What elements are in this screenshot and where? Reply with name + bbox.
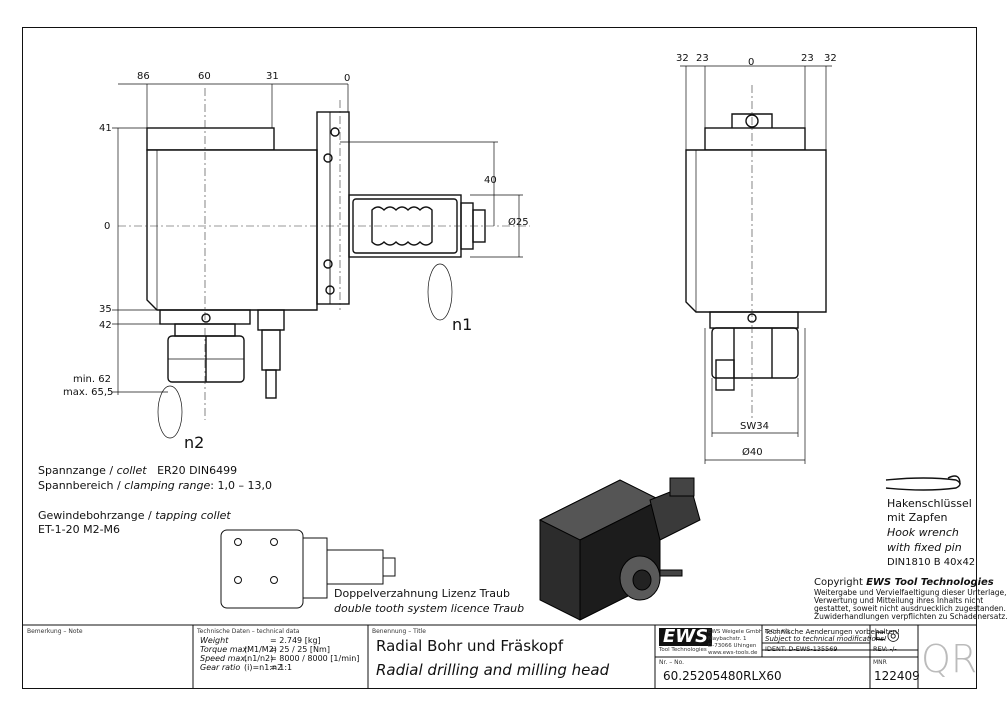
dim-sw34: SW34 <box>740 421 769 432</box>
ident: IDENT: D-EWS-135569 <box>765 645 838 653</box>
mnr-number: 122409 <box>874 669 920 683</box>
title-de: Radial Bohr und Fräskopf <box>376 637 564 655</box>
rev: REV: -/- <box>873 645 897 653</box>
wrench-l3: Hook wrench <box>887 526 959 539</box>
nr-header: Nr. – No. <box>659 659 685 666</box>
tech-header: Technische Daten – technical data <box>197 628 300 635</box>
dim-r32b: 32 <box>824 53 837 64</box>
dim-0-top: 0 <box>344 73 351 84</box>
drawing-frame <box>22 27 977 689</box>
title-en: Radial drilling and milling head <box>376 661 610 679</box>
dim-max: max. 65,5 <box>63 387 114 398</box>
dim-40: 40 <box>484 175 497 186</box>
qr-placeholder: QR <box>921 637 978 681</box>
tap-housing <box>220 529 304 609</box>
dim-r23a: 23 <box>696 53 709 64</box>
ews-logo: EWS <box>659 628 713 646</box>
tapping-line2: ET-1-20 M2-M6 <box>38 523 121 536</box>
tapping-line1: Gewindebohrzange / tapping collet <box>38 509 231 522</box>
company-3: D-73066 Uhingen <box>708 643 757 649</box>
collet-line1: Spannzange / collet ER20 DIN6499 <box>38 464 238 477</box>
ews-logo-sub: Tool Technologies <box>659 647 707 653</box>
dim-31: 31 <box>266 71 279 82</box>
licence-de: Doppelverzahnung Lizenz Traub <box>334 587 510 600</box>
weight-label: Weight <box>200 636 229 645</box>
torque-label: Torque max. <box>200 645 250 654</box>
speed-label: Speed max. <box>200 654 248 663</box>
dim-86: 86 <box>137 71 150 82</box>
label-n2: n2 <box>184 433 205 452</box>
note-header: Bemerkung – Note <box>27 628 83 635</box>
dim-r0: 0 <box>748 57 755 68</box>
dim-35: 35 <box>99 304 112 315</box>
wrench-l1: Hakenschlüssel <box>887 497 972 510</box>
company-4: www.ews-tools.de <box>708 650 758 656</box>
name-header: Benennung – Title <box>372 628 426 635</box>
hook-wrench-icon <box>885 477 961 491</box>
ratio-label: Gear ratio <box>200 663 241 672</box>
copyright-l2: Verwertung und Mitteilung ihres Inhalts … <box>814 596 984 605</box>
label-n1: n1 <box>452 315 473 334</box>
wrench-l5: DIN1810 B 40x42 <box>887 557 976 568</box>
wrench-l2: mit Zapfen <box>887 511 948 524</box>
speed-model: (n1/n2) <box>244 654 274 663</box>
copyright-l3: gestattet, soweit nicht ausdruecklich zu… <box>814 604 1006 613</box>
dim-d25: Ø25 <box>508 217 529 228</box>
dim-r32a: 32 <box>676 53 689 64</box>
company-1: EWS Weigele GmbH & Co. KG <box>708 629 790 635</box>
part-number: 60.25205480RLX60 <box>663 669 782 683</box>
right-flange <box>704 127 806 151</box>
dim-41: 41 <box>99 123 112 134</box>
copyright-l4: Zuwiderhandlungen verpflichten zu Schade… <box>814 612 1008 621</box>
dim-0-left: 0 <box>104 221 111 232</box>
torque-value: = 25 / 25 [Nm] <box>270 645 330 654</box>
changes-de: Technische Aenderungen vorbehalten! <box>765 628 900 636</box>
iso-view <box>538 477 701 621</box>
bellows <box>371 206 433 246</box>
ratio-value: = 1:1 <box>270 663 293 672</box>
housing-body <box>146 149 318 311</box>
mnr-header: MNR <box>873 659 887 666</box>
right-collet <box>711 327 799 379</box>
speed-value: = 8000 / 8000 [1/min] <box>270 654 360 663</box>
wrench-l4: with fixed pin <box>887 541 962 554</box>
weight-value: = 2.749 [kg] <box>270 636 321 645</box>
right-housing <box>685 149 827 313</box>
torque-model: (M1/M2) <box>244 645 277 654</box>
dim-42: 42 <box>99 320 112 331</box>
copyright-title: Copyright EWS Tool Technologies <box>814 577 994 588</box>
dim-d40: Ø40 <box>742 447 763 458</box>
dim-60: 60 <box>198 71 211 82</box>
top-flange <box>146 127 275 151</box>
side-plate <box>316 111 350 305</box>
company-2: Maybachstr. 1 <box>708 636 747 642</box>
projection-icon: ⊏◎ <box>874 626 900 644</box>
collet-line2: Spannbereich / clamping range: 1,0 – 13,… <box>38 479 272 492</box>
changes-en: Subject to technical modifications! <box>765 635 887 643</box>
ratio-model: (i)=n1:n2 <box>244 663 283 672</box>
dim-r23b: 23 <box>801 53 814 64</box>
copyright-l1: Weitergabe und Vervielfaeltigung dieser … <box>814 588 1007 597</box>
dim-min: min. 62 <box>73 374 111 385</box>
licence-en: double tooth system licence Traub <box>334 602 525 615</box>
